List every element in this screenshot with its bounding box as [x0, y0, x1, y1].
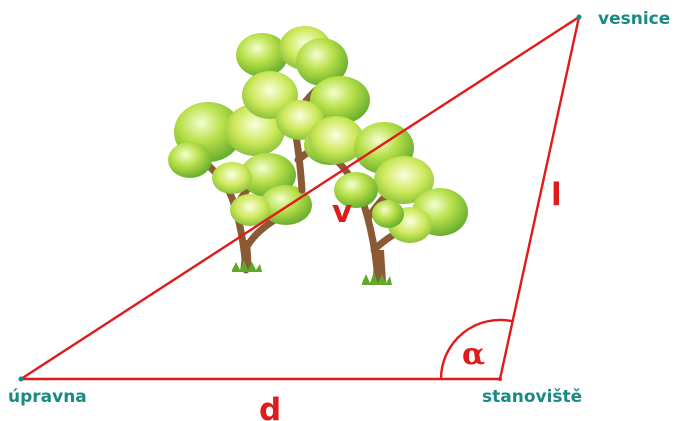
vertex-station [498, 377, 502, 381]
label-side-v: v [332, 194, 352, 230]
label-station: stanoviště [482, 387, 582, 407]
left-tree-icon [168, 102, 312, 274]
label-side-l: l [551, 177, 562, 213]
label-angle-alpha: α [462, 337, 485, 372]
tree-group-icon [168, 26, 468, 285]
side-v-line [20, 15, 580, 381]
label-side-d: d [259, 392, 281, 421]
triangle [18, 14, 582, 382]
label-village: vesnice [598, 9, 670, 29]
vertex-village [576, 14, 582, 20]
angle-arc [439, 318, 513, 380]
vertex-ferry [18, 376, 24, 382]
side-l-line [498, 16, 581, 380]
label-ferry: úpravna [8, 387, 87, 407]
